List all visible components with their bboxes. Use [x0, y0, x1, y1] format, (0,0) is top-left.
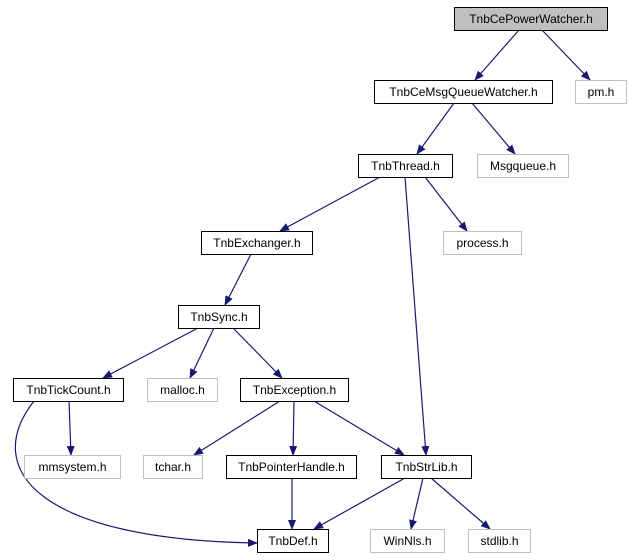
node-pm: pm.h [575, 80, 627, 104]
edge-thread-to-strlib [404, 176, 430, 456]
edge-strlib-to-def [313, 477, 406, 530]
node-box [147, 378, 218, 402]
edge-exchanger-to-sync [224, 253, 252, 306]
node-box [374, 80, 553, 104]
node-root[interactable]: TnbCePowerWatcher.h [454, 7, 608, 31]
node-malloc: malloc.h [147, 378, 218, 402]
edge-sync-to-tick [102, 327, 199, 379]
node-winnls: WinNls.h [370, 529, 445, 553]
node-ptrhandle[interactable]: TnbPointerHandle.h [226, 455, 357, 479]
node-label: TnbStrLib.h [395, 460, 457, 474]
node-label: WinNls.h [383, 534, 431, 548]
node-box [178, 305, 260, 329]
node-box [240, 378, 349, 402]
node-box [226, 455, 357, 479]
node-label: tchar.h [155, 460, 191, 474]
node-label: TnbExchanger.h [213, 236, 300, 250]
edge-exception-to-tchar [193, 400, 281, 456]
node-label: TnbTickCount.h [26, 383, 110, 397]
node-def[interactable]: TnbDef.h [257, 529, 329, 553]
node-box [143, 455, 203, 479]
edge-layer [14, 29, 591, 547]
node-label: TnbCeMsgQueueWatcher.h [389, 85, 537, 99]
node-label: TnbPointerHandle.h [238, 460, 345, 474]
node-label: malloc.h [160, 383, 205, 397]
edge-exception-to-strlib [313, 400, 405, 456]
node-thread[interactable]: TnbThread.h [358, 154, 453, 178]
node-label: TnbException.h [253, 383, 336, 397]
edge-msgqw-to-thread [416, 102, 455, 155]
node-msgqw[interactable]: TnbCeMsgQueueWatcher.h [374, 80, 553, 104]
node-box [443, 231, 522, 255]
edge-thread-to-exchanger [279, 176, 381, 232]
node-box [13, 378, 124, 402]
node-msgqueue: Msgqueue.h [477, 154, 569, 178]
node-tick[interactable]: TnbTickCount.h [13, 378, 124, 402]
node-label: pm.h [588, 85, 615, 99]
node-layer: TnbCePowerWatcher.h pm.h TnbCeMsgQueueWatc… [13, 7, 627, 553]
node-box [575, 80, 627, 104]
node-label: TnbThread.h [371, 159, 440, 173]
node-box [370, 529, 445, 553]
edge-strlib-to-stdlib [430, 477, 491, 530]
node-box [477, 154, 569, 178]
node-box [468, 529, 531, 553]
edge-exception-to-ptrhandle [289, 400, 298, 456]
node-box [454, 7, 608, 31]
node-label: mmsystem.h [38, 460, 106, 474]
node-box [201, 231, 313, 255]
edge-tick-to-def [14, 400, 258, 547]
edge-tick-to-mmsystem [66, 400, 75, 456]
node-sync[interactable]: TnbSync.h [178, 305, 260, 329]
edge-root-to-pm [541, 29, 591, 81]
edge-sync-to-malloc [189, 327, 215, 379]
node-tchar: tchar.h [143, 455, 203, 479]
edge-sync-to-exception [232, 327, 283, 379]
node-mmsystem: mmsystem.h [24, 455, 121, 479]
node-label: process.h [456, 236, 508, 250]
node-box [358, 154, 453, 178]
edge-thread-to-process [424, 176, 468, 232]
node-label: TnbCePowerWatcher.h [469, 12, 593, 26]
edge-strlib-to-winnls [409, 477, 424, 530]
node-label: TnbSync.h [190, 310, 247, 324]
node-box [257, 529, 329, 553]
edge-root-to-msgqw [474, 29, 520, 81]
edge-msgqw-to-msgqueue [471, 102, 516, 155]
node-label: stdlib.h [480, 534, 518, 548]
node-box [24, 455, 121, 479]
node-label: Msgqueue.h [490, 159, 556, 173]
node-strlib[interactable]: TnbStrLib.h [381, 455, 472, 479]
node-box [381, 455, 472, 479]
node-process: process.h [443, 231, 522, 255]
node-exchanger[interactable]: TnbExchanger.h [201, 231, 313, 255]
node-label: TnbDef.h [268, 534, 317, 548]
node-exception[interactable]: TnbException.h [240, 378, 349, 402]
node-stdlib: stdlib.h [468, 529, 531, 553]
